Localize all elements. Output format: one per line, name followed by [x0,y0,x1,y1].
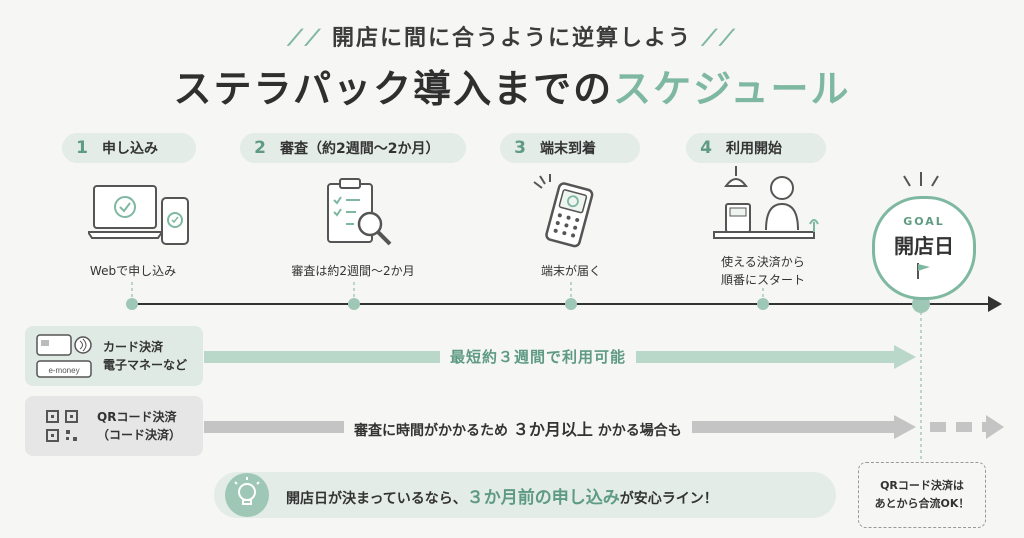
page-title: ステラパック導入までのスケジュール [0,58,1024,113]
step-number: 3 [514,138,526,158]
row-label-line: 電子マネーなど [103,358,188,372]
title-main: ステラパック導入までの [173,67,614,111]
goal-label-en: GOAL [903,215,945,228]
caption-line: 順番にスタート [720,273,805,287]
laptop-phone-icon [88,185,189,245]
qr-band-text-emph: ３か月以上 [512,420,593,439]
subtitle: ⟋⟋ 開店に間に合うように逆算しよう ⟋⟋ [0,20,1024,52]
card-emoney-icon: e-money [36,334,92,378]
note-line: あとから合流OK！ [874,497,970,510]
step-number: 4 [700,138,712,158]
step-caption-4: 使える決済から 順番にスタート [673,253,853,289]
step-caption-3: 端末が届く [540,264,601,278]
qr-note-box: QRコード決済は あとから合流OK！ [858,462,986,528]
tip-text-pre: 開店日が決まっているなら、 [286,490,467,507]
step-label: 利用開始 [726,141,782,157]
step-pill-2: 2 審査（約2週間〜2か月） [240,133,466,163]
qr-code-icon [46,410,78,442]
qr-band-text-pre: 審査に時間がかかるため [354,423,508,439]
svg-text:e-money: e-money [48,366,79,375]
tip-box: 開店日が決まっているなら、３か月前の申し込みが安心ライン！ [214,472,836,518]
row-label-line: QRコード決済 [97,410,177,424]
goal-label-jp: 開店日 [894,234,954,258]
step-number: 2 [254,138,266,158]
step-caption-2: 審査は約2週間〜2か月 [291,264,415,278]
row-label-qr: QRコード決済 （コード決済） [25,396,203,456]
subtitle-text: 開店に間に合うように逆算しよう [331,26,692,51]
row-label-line: カード決済 [103,340,164,354]
tip-text-emph: ３か月前の申し込み [466,487,620,508]
left-sparkle-icon: ⟋⟋ [287,26,323,51]
caption-line: 使える決済から [721,255,805,269]
step-label: 端末到着 [540,141,596,157]
right-sparkle-icon: ⟋⟋ [701,26,737,51]
step-label: 審査（約2週間〜2か月） [280,141,440,157]
step-caption-1: Webで申し込み [89,264,177,278]
flag-icon [917,263,930,279]
row-label-card: e-money カード決済 電子マネーなど [25,326,203,386]
step-pill-3: 3 端末到着 [500,133,640,163]
note-line: QRコード決済は [880,479,964,492]
title-accent: スケジュール [613,67,851,111]
goal-circle: GOAL 開店日 [872,196,976,300]
lightbulb-icon [225,473,269,517]
step-label: 申し込み [102,141,158,157]
step-pill-4: 4 利用開始 [686,133,826,163]
payment-terminal-icon [533,174,594,248]
qr-band-text: 審査に時間がかかるため ３か月以上 かかる場合も [344,416,692,440]
shop-counter-icon [713,166,819,239]
tip-text-post: が安心ライン！ [619,490,718,507]
clipboard-magnifier-icon [327,178,392,246]
qr-band-text-post: かかる場合も [597,423,682,439]
step-pill-1: 1 申し込み [62,133,196,163]
row-label-line: （コード決済） [97,428,182,442]
goal-sparkle-icon [903,172,939,187]
step-number: 1 [76,138,88,158]
card-band-text: 最短約３週間で利用可能 [440,346,637,367]
